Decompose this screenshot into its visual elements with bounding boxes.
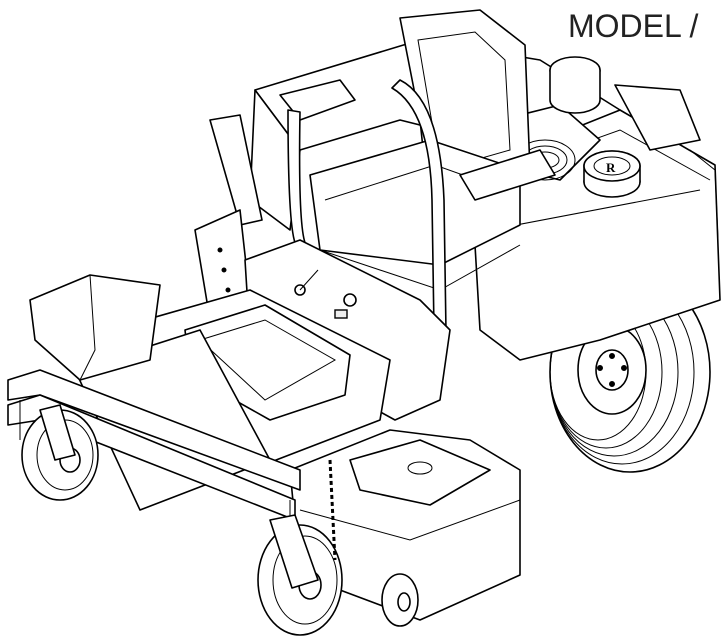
caster-forks [39, 404, 319, 589]
mower-deck [289, 429, 521, 621]
deck-left [29, 274, 161, 381]
deck-roller-wheel [381, 573, 419, 627]
fuel-cap: R [583, 150, 641, 198]
svg-text:R: R [606, 160, 616, 175]
model-heading: MODEL / [568, 8, 699, 44]
deck-lift-chain [328, 459, 337, 561]
left-bracket [194, 114, 263, 321]
